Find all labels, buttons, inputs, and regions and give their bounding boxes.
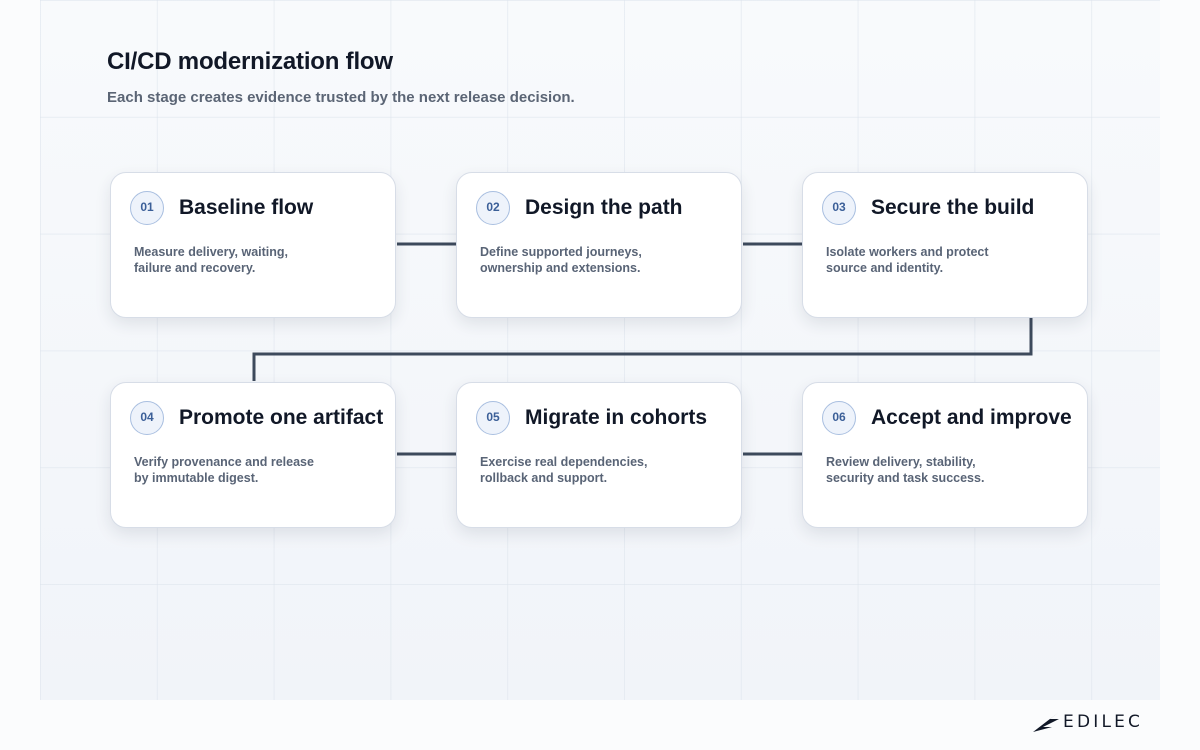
stage-number-badge: 03 xyxy=(822,191,856,225)
stage-number-badge: 02 xyxy=(476,191,510,225)
stage-number-badge: 04 xyxy=(130,401,164,435)
stage-card-04: 04 Promote one artifact Verify provenanc… xyxy=(110,382,396,528)
stage-card-05: 05 Migrate in cohorts Exercise real depe… xyxy=(456,382,742,528)
brand-logo: EDILEC xyxy=(1032,711,1156,735)
stage-description: Define supported journeys,ownership and … xyxy=(480,245,642,275)
stage-card-02: 02 Design the path Define supported jour… xyxy=(456,172,742,318)
stage-card-06: 06 Accept and improve Review delivery, s… xyxy=(802,382,1088,528)
stage-description: Exercise real dependencies,rollback and … xyxy=(480,455,648,485)
stage-title: Promote one artifact xyxy=(179,406,384,429)
stage-title: Design the path xyxy=(525,196,683,219)
page-title: CI/CD modernization flow xyxy=(107,48,393,75)
stage-number-badge: 05 xyxy=(476,401,510,435)
stage-title: Migrate in cohorts xyxy=(525,406,708,429)
edilec-logo-icon xyxy=(1033,712,1059,732)
stage-card-01: 01 Baseline flow Measure delivery, waiti… xyxy=(110,172,396,318)
stage-description: Measure delivery, waiting,failure and re… xyxy=(134,245,288,275)
stage-number-badge: 06 xyxy=(822,401,856,435)
page-subtitle: Each stage creates evidence trusted by t… xyxy=(107,89,575,106)
stage-number-badge: 01 xyxy=(130,191,164,225)
stage-card-03: 03 Secure the build Isolate workers and … xyxy=(802,172,1088,318)
stage-title: Accept and improve xyxy=(871,406,1072,429)
stage-title: Baseline flow xyxy=(179,196,314,219)
stage-description: Review delivery, stability,security and … xyxy=(826,455,985,485)
stage-title: Secure the build xyxy=(871,196,1035,219)
brand-logo-text: EDILEC xyxy=(1063,712,1144,732)
